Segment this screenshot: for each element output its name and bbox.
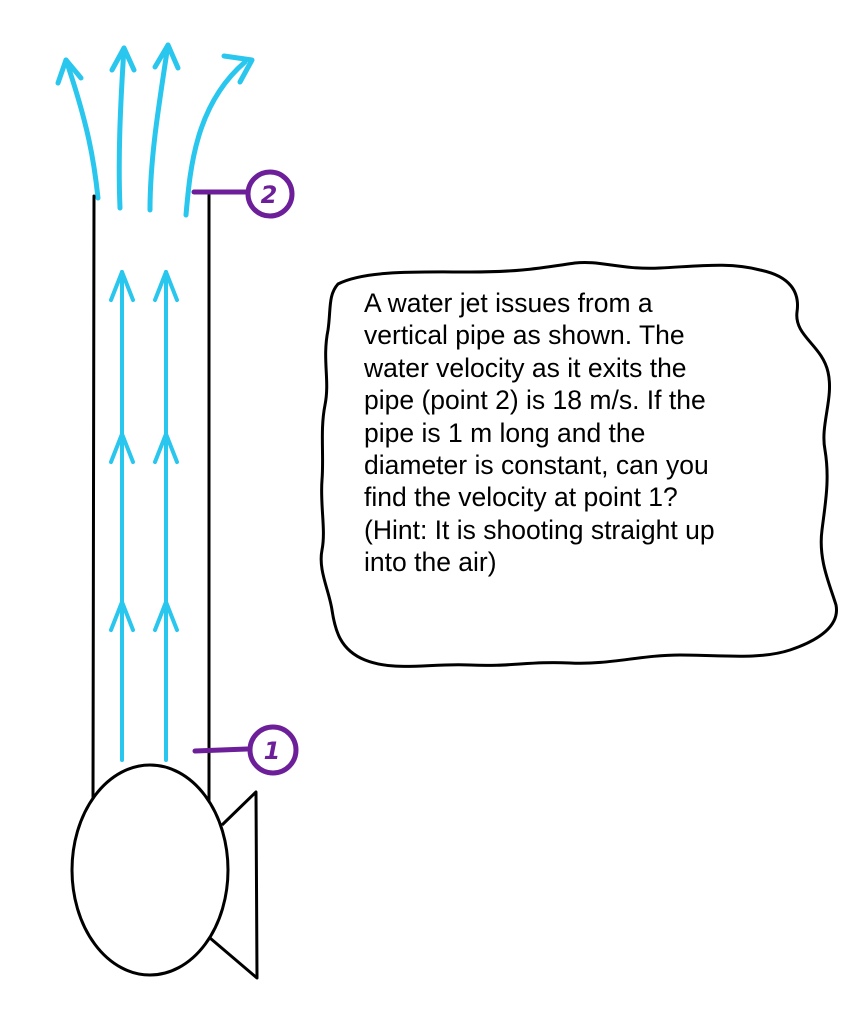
spray-arrowhead-1 bbox=[55, 57, 84, 86]
point-1-label: 1 bbox=[264, 737, 281, 765]
problem-bubble-outline bbox=[319, 260, 838, 668]
spray-stream-2 bbox=[116, 45, 127, 211]
point-1-leader-line bbox=[192, 746, 250, 754]
flow-arrowhead-left-low bbox=[109, 600, 135, 632]
spray-stream-1 bbox=[63, 57, 101, 201]
problem-line-5: pipe is 1 m long and the bbox=[364, 417, 646, 448]
flow-arrowhead-right-low bbox=[153, 600, 179, 632]
flow-arrowhead-left-mid bbox=[109, 432, 135, 464]
problem-statement: A water jet issues from a vertical pipe … bbox=[364, 287, 814, 579]
spray-stream-3 bbox=[147, 42, 171, 213]
flow-arrows bbox=[109, 270, 179, 762]
flow-arrowhead-right-mid bbox=[153, 432, 179, 464]
spray-stream-4 bbox=[183, 59, 248, 218]
pipe bbox=[91, 193, 211, 807]
problem-line-7: find the velocity at point 1? bbox=[364, 482, 678, 513]
flow-arrowhead-left-top bbox=[109, 270, 135, 302]
point-2-label: 2 bbox=[261, 181, 278, 209]
flow-arrowhead-right-top bbox=[153, 270, 179, 302]
spray-arrowhead-4 bbox=[221, 53, 255, 85]
pump-body-circle bbox=[70, 763, 230, 977]
water-spray bbox=[55, 42, 255, 218]
pump bbox=[70, 763, 259, 980]
pipe-left-wall bbox=[91, 194, 96, 802]
point-1-circle bbox=[247, 724, 299, 776]
point-2-circle bbox=[245, 169, 295, 219]
problem-line-2: vertical pipe as shown. The bbox=[364, 320, 685, 351]
problem-line-9: into the air) bbox=[364, 547, 497, 578]
point-2-marker: 2 bbox=[191, 169, 295, 219]
spray-arrowhead-3 bbox=[152, 42, 181, 71]
problem-line-3: water velocity as it exits the bbox=[364, 352, 687, 383]
problem-line-4: pipe (point 2) is 18 m/s. If the bbox=[364, 385, 706, 416]
problem-line-8: (Hint: It is shooting straight up bbox=[364, 514, 715, 545]
spray-arrowhead-2 bbox=[109, 45, 137, 73]
problem-line-1: A water jet issues from a bbox=[364, 288, 653, 318]
problem-line-6: diameter is constant, can you bbox=[364, 450, 709, 481]
point-1-marker: 1 bbox=[192, 724, 299, 776]
